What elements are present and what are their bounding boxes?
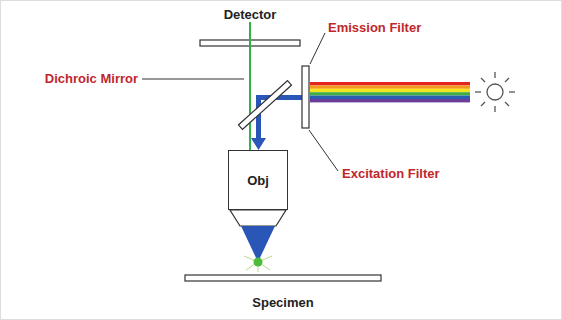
objective-nose bbox=[230, 210, 286, 226]
fluorescence bbox=[244, 256, 272, 272]
objective-box: Obj bbox=[228, 150, 288, 210]
specimen-plate bbox=[185, 275, 381, 281]
callout-label: Excitation Filter bbox=[342, 166, 440, 181]
leader-line bbox=[310, 33, 325, 64]
callout-label: Dichroic Mirror bbox=[45, 71, 138, 86]
focused-beam bbox=[241, 226, 275, 262]
emission-beam bbox=[249, 22, 251, 150]
part-label: Specimen bbox=[252, 295, 313, 310]
part-label: Detector bbox=[224, 7, 277, 22]
filter bbox=[302, 66, 309, 128]
leader-line bbox=[142, 79, 244, 80]
dichroic-mirror bbox=[238, 81, 291, 130]
excitation-beam bbox=[256, 95, 261, 140]
light-source bbox=[475, 72, 515, 112]
callout-label: Emission Filter bbox=[328, 20, 421, 35]
arrowhead bbox=[251, 138, 266, 150]
node-text: Obj bbox=[247, 173, 269, 188]
fluorescent-spot bbox=[254, 258, 263, 267]
source-beam bbox=[310, 82, 470, 102]
leader-line bbox=[309, 130, 338, 171]
